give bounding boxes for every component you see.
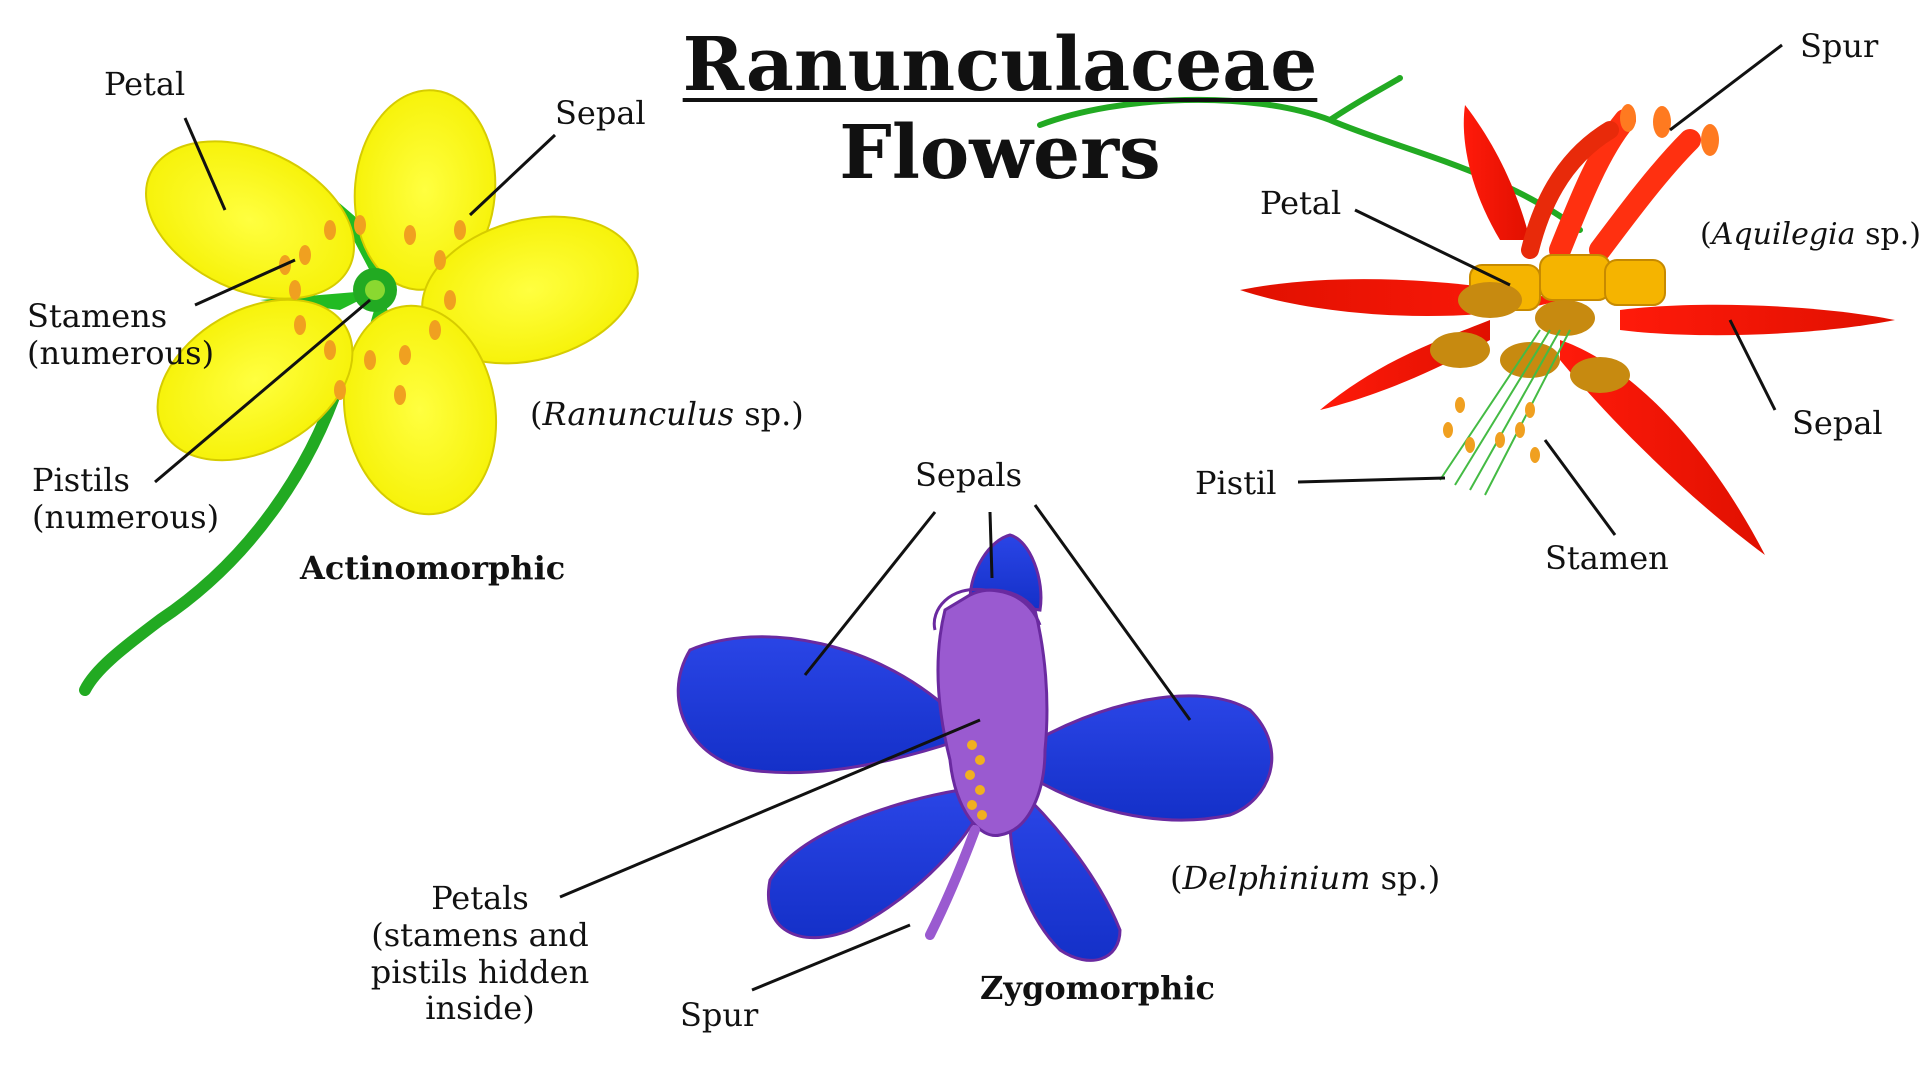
aquilegia-stamens <box>1443 397 1540 463</box>
aquilegia-pistils <box>1439 329 1571 496</box>
delphinium-petals-label-line-2: (stamens and <box>371 915 589 954</box>
aquilegia-petals <box>1430 254 1666 393</box>
ranunculus-flower <box>79 89 639 696</box>
ranunculus-pistils-label-line-2: (numerous) <box>32 497 220 536</box>
delphinium-sepal <box>676 635 962 775</box>
actinomorphic-label: Actinomorphic <box>300 549 566 587</box>
aquilegia-sepal <box>1620 304 1895 336</box>
delphinium-genus: Delphinium <box>1182 859 1371 897</box>
delphinium-petals-label: Petals (stamens and pistils hidden insid… <box>365 880 595 1027</box>
delphinium-sp: sp. <box>1380 859 1428 897</box>
delphinium-petals-label-line-4: inside) <box>425 989 535 1028</box>
ranunculus-species-label: (Ranunculus sp.) <box>530 395 804 433</box>
ranunculus-sepal-label: Sepal <box>555 94 646 132</box>
delphinium-petals-label-line-3: pistils hidden <box>370 952 590 991</box>
delphinium-spur <box>925 825 980 940</box>
aquilegia-petal-label: Petal <box>1260 184 1342 222</box>
delphinium-petals-label-line-1: Petals <box>431 879 529 917</box>
ranunculus-pistils-label-line-1: Pistils <box>32 461 130 499</box>
ranunculus-genus: Ranunculus <box>542 395 735 433</box>
aquilegia-sepal-label: Sepal <box>1792 404 1883 442</box>
delphinium-sepal <box>1008 797 1122 962</box>
delphinium-sepals-label: Sepals <box>915 456 1023 494</box>
title-line-2: Flowers <box>839 110 1161 196</box>
diagram-title: Ranunculaceae Flowers <box>660 28 1340 190</box>
aquilegia-pistil-label: Pistil <box>1195 464 1277 502</box>
aquilegia-stamen-label: Stamen <box>1545 539 1669 577</box>
delphinium-spur-label: Spur <box>680 996 759 1034</box>
ranunculus-petal <box>342 304 498 516</box>
ranunculus-sp: sp. <box>744 395 792 433</box>
ranunculus-petal-label: Petal <box>104 65 186 103</box>
leader-lines <box>154 43 1783 992</box>
aquilegia-sepal <box>1560 340 1765 555</box>
aquilegia-sp: sp. <box>1865 217 1910 252</box>
ranunculus-stamens-label-line-2: (numerous) <box>27 333 215 372</box>
aquilegia-genus: Aquilegia <box>1711 217 1856 252</box>
aquilegia-sepal <box>1463 105 1530 240</box>
aquilegia-flower <box>1037 75 1895 555</box>
ranunculus-stamens-label: Stamens (numerous) <box>27 298 214 372</box>
delphinium-stamens <box>965 740 987 820</box>
aquilegia-species-label: (Aquilegia sp.) <box>1700 217 1920 252</box>
ranunculus-stamens <box>279 215 466 405</box>
aquilegia-spur-label: Spur <box>1800 27 1879 65</box>
aquilegia-spur <box>1521 121 1619 259</box>
zygomorphic-label: Zygomorphic <box>980 969 1216 1007</box>
ranunculus-stem <box>79 374 346 696</box>
aquilegia-spur <box>1589 129 1701 261</box>
title-line-1: Ranunculaceae <box>682 22 1318 108</box>
delphinium-sepal <box>767 788 982 940</box>
ranunculus-petal <box>156 298 354 462</box>
delphinium-sepal <box>1018 694 1274 822</box>
ranunculus-stamens-label-line-1: Stamens <box>27 297 168 335</box>
delphinium-flower <box>676 533 1274 962</box>
delphinium-species-label: (Delphinium sp.) <box>1170 859 1441 897</box>
ranunculus-pistils-label: Pistils (numerous) <box>32 462 219 536</box>
ranunculus-sepal <box>260 290 380 310</box>
